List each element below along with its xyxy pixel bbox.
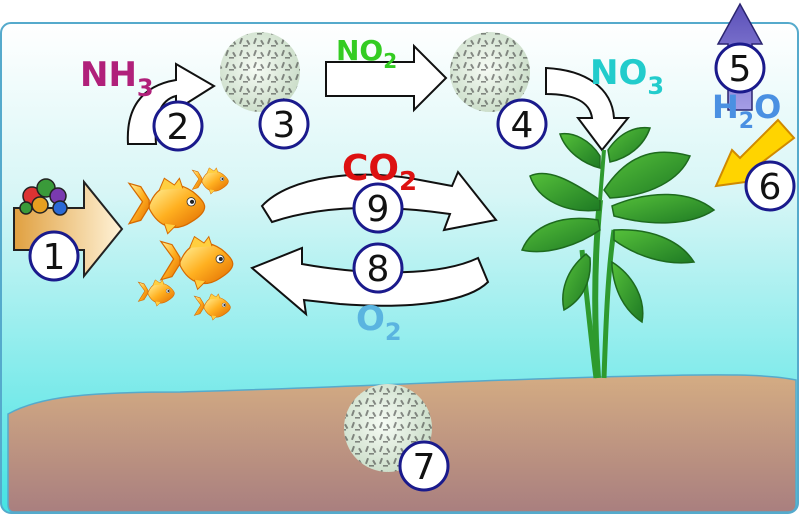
step-badge-3: 3 xyxy=(258,98,310,150)
step-badge-5: 5 xyxy=(714,42,766,94)
svg-text:9: 9 xyxy=(367,189,390,230)
svg-text:5: 5 xyxy=(729,49,752,90)
aquatic-plant-icon xyxy=(520,126,716,379)
svg-text:6: 6 xyxy=(759,167,782,208)
oxygen-label: O2 xyxy=(356,299,402,346)
svg-text:3: 3 xyxy=(273,105,296,146)
water-label: H2O xyxy=(712,88,781,134)
nitrite-label: NO2 xyxy=(336,34,397,73)
svg-text:7: 7 xyxy=(413,447,436,488)
nitrite-arrow xyxy=(325,43,448,113)
ammonia-label: NH3 xyxy=(80,55,154,102)
bacteria-colony-icon xyxy=(450,32,530,112)
carbon-dioxide-label: CO2 xyxy=(342,148,417,197)
step-badge-1: 1 xyxy=(28,230,80,282)
bacteria-colony-icon xyxy=(220,32,300,112)
svg-text:8: 8 xyxy=(367,249,390,290)
light-arrow-icon xyxy=(714,118,796,188)
step-badge-6: 6 xyxy=(744,160,796,212)
nitrate-label: NO3 xyxy=(590,53,664,100)
svg-text:1: 1 xyxy=(43,237,66,278)
step-badge-7: 7 xyxy=(398,440,450,492)
step-badge-2: 2 xyxy=(152,100,204,152)
step-badge-4: 4 xyxy=(496,98,548,150)
food-input-arrow xyxy=(13,179,124,279)
svg-text:2: 2 xyxy=(167,107,190,148)
fish-food-icon xyxy=(19,178,68,216)
step-badge-8: 8 xyxy=(352,242,404,294)
svg-text:4: 4 xyxy=(511,105,534,146)
nitrate-to-plant-arrow xyxy=(545,66,631,152)
step-badge-9: 9 xyxy=(352,182,404,234)
